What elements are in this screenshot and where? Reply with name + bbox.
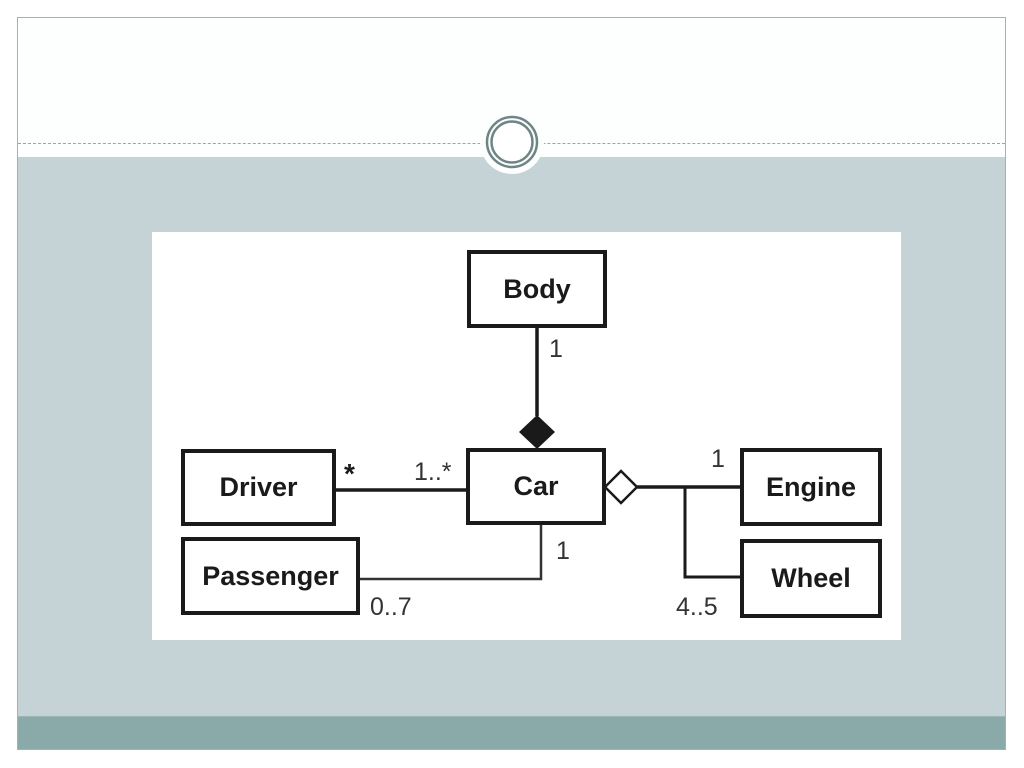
class-car-label: Car xyxy=(513,471,559,501)
class-wheel-label: Wheel xyxy=(771,563,851,593)
class-driver-label: Driver xyxy=(219,472,298,502)
class-passenger[interactable]: Passenger xyxy=(181,537,360,615)
class-wheel[interactable]: Wheel xyxy=(740,539,882,618)
multiplicity-body-car: 1 xyxy=(549,335,563,363)
class-driver[interactable]: Driver xyxy=(181,449,336,526)
composition-diamond-icon xyxy=(519,415,555,449)
car-wheel-line xyxy=(683,487,741,579)
class-car[interactable]: Car xyxy=(466,448,606,525)
footer-bar xyxy=(18,716,1005,749)
multiplicity-driver-side: * xyxy=(344,458,355,489)
class-body[interactable]: Body xyxy=(467,250,607,328)
multiplicity-wheel-side: 4..5 xyxy=(676,593,718,621)
multiplicity-passenger-side: 0..7 xyxy=(370,593,412,621)
multiplicity-car-driver-side: 1..* xyxy=(414,458,452,486)
class-engine-label: Engine xyxy=(765,471,856,502)
class-body-label: Body xyxy=(503,273,571,304)
multiplicity-engine-side: 1 xyxy=(711,445,725,473)
passenger-car-line xyxy=(358,523,543,581)
aggregation-diamond-icon xyxy=(603,469,639,505)
class-passenger-label: Passenger xyxy=(202,560,339,591)
multiplicity-car-passenger-side: 1 xyxy=(556,537,570,565)
class-engine[interactable]: Engine xyxy=(740,448,882,526)
